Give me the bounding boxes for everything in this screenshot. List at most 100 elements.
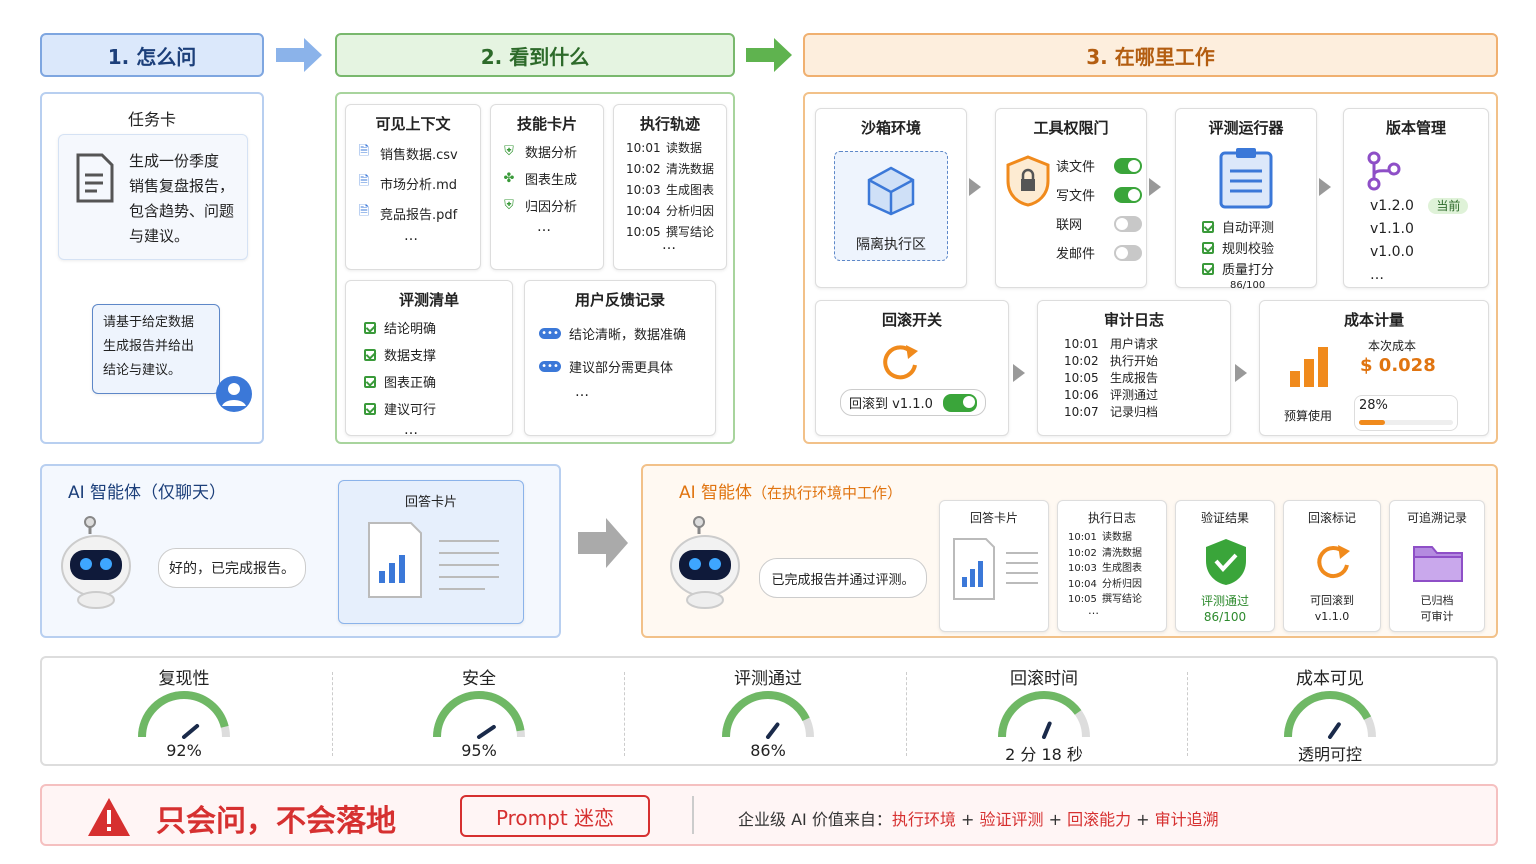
metric-item: 成本可见透明可控 xyxy=(1220,658,1440,768)
metric-value: 2 分 18 秒 xyxy=(1005,745,1083,764)
chat-bubble-icon: ••• xyxy=(539,328,561,339)
sandbox-label: 隔离执行区 xyxy=(856,237,926,253)
feedback-item[interactable]: •••结论清晰，数据准确 xyxy=(539,324,715,343)
metric-value: 86% xyxy=(750,741,786,760)
cost-sub: 本次成本 xyxy=(1368,339,1417,353)
file-item[interactable]: 🗎竞品报告.pdf xyxy=(356,202,480,224)
skill-item[interactable]: ⛨归因分析 xyxy=(501,196,603,215)
more-dots: … xyxy=(537,219,551,235)
refresh-icon xyxy=(883,345,918,380)
version-item[interactable]: v1.0.0 xyxy=(1370,244,1414,260)
tool-name: 写文件 xyxy=(1056,189,1096,204)
step-1-header: 1. 怎么问 xyxy=(40,33,264,77)
log-row: 10:05 撰写结论 xyxy=(626,222,726,243)
current-badge: 当前 xyxy=(1428,198,1469,214)
skill-item[interactable]: ⛨数据分析 xyxy=(501,142,603,161)
log-time: 10:06 xyxy=(1064,388,1099,402)
card-title: 执行日志 xyxy=(1087,511,1136,525)
file-item[interactable]: 🗎销售数据.csv xyxy=(356,142,480,164)
log-time: 10:05 xyxy=(626,225,661,239)
version-title: 版本管理 xyxy=(1385,119,1446,137)
rollback-card: 回滚开关 回滚到 v1.1.0 xyxy=(815,300,1009,436)
version-item[interactable]: v1.2.0 当前 xyxy=(1370,195,1469,218)
log-text: 读数据 xyxy=(666,141,703,155)
skills-card: 技能卡片 ⛨数据分析 ✤图表生成 ⛨归因分析 … xyxy=(490,104,604,270)
card-title: 可追溯记录 xyxy=(1406,511,1467,525)
report-doc-icon xyxy=(953,538,1038,600)
task-title: 任务卡 xyxy=(127,110,176,129)
more-dots: … xyxy=(404,228,418,244)
sandbox-title: 沙箱环境 xyxy=(860,119,921,137)
more-dots: … xyxy=(1088,603,1099,617)
log-time: 10:01 xyxy=(1064,337,1099,351)
chat-agent-panel: AI 智能体（仅聊天） 好的，已完成报告。 回答卡片 xyxy=(40,464,561,638)
card-title: 回答卡片 xyxy=(969,511,1018,525)
cost-card: 成本计量 本次成本 $ 0.028 预算使用 28% xyxy=(1259,300,1489,436)
tool-rows: 读文件写文件联网发邮件 xyxy=(1056,151,1142,267)
exec-trace-card: 可追溯记录 已归档可审计 xyxy=(1389,500,1485,632)
feedback-item[interactable]: •••建议部分需更具体 xyxy=(539,357,715,376)
toggle-switch[interactable] xyxy=(1114,186,1142,203)
arrow-right-icon xyxy=(746,38,792,72)
log-text: 生成图表 xyxy=(666,183,715,197)
version-item[interactable]: v1.1.0 xyxy=(1370,221,1414,237)
log-text: 用户请求 xyxy=(1110,337,1159,351)
tool-gate-card: 工具权限门 读文件写文件联网发邮件 xyxy=(995,108,1147,288)
toggle-switch[interactable] xyxy=(942,393,977,412)
refresh-icon xyxy=(1317,545,1350,579)
evaluator-title: 评测运行器 xyxy=(1208,119,1284,137)
gauge-icon xyxy=(1284,691,1376,739)
trace-text: 已归档可审计 xyxy=(1420,594,1454,623)
git-branch-icon xyxy=(1367,151,1401,191)
file-item[interactable]: 🗎市场分析.md xyxy=(356,172,480,194)
rollback-toggle[interactable]: 回滚到 v1.1.0 xyxy=(840,389,986,416)
more-dots: … xyxy=(1370,267,1384,283)
divider xyxy=(623,672,625,756)
clipboard-icon xyxy=(1219,148,1273,209)
tool-permission-row: 联网 xyxy=(1056,209,1142,238)
checkbox-icon xyxy=(364,402,376,415)
log-text: 生成报告 xyxy=(1110,371,1159,385)
shield-check-icon xyxy=(1206,539,1246,585)
checklist-item[interactable]: 结论明确 xyxy=(364,318,512,337)
chat-agent-title: AI 智能体（仅聊天） xyxy=(68,483,227,503)
warning-text: 只会问，不会落地 xyxy=(156,804,396,839)
checklist-item[interactable]: 数据支撑 xyxy=(364,345,512,364)
log-time: 10:02 xyxy=(1064,354,1099,368)
cube-icon xyxy=(867,166,915,216)
skill-item[interactable]: ✤图表生成 xyxy=(501,169,603,188)
file-icon: 🗎 xyxy=(358,174,370,189)
step-2-header: 2. 看到什么 xyxy=(335,33,735,77)
chat-answer-card: 回答卡片 xyxy=(338,480,524,624)
document-icon xyxy=(76,153,114,203)
more-dots: … xyxy=(575,384,589,400)
warning-icon xyxy=(88,798,130,836)
checklist-item[interactable]: 建议可行 xyxy=(364,399,512,418)
toggle-switch[interactable] xyxy=(1114,244,1142,261)
log-text: 生成图表 xyxy=(1102,563,1142,574)
checklist-item[interactable]: 图表正确 xyxy=(364,372,512,391)
log-text: 执行开始 xyxy=(1110,354,1159,368)
version-list: v1.2.0 当前 v1.1.0 v1.0.0 … xyxy=(1370,195,1469,287)
checklist-title: 评测清单 xyxy=(398,291,459,309)
feedback-card: 用户反馈记录 •••结论清晰，数据准确 •••建议部分需更具体 … xyxy=(524,280,716,436)
metric-title: 评测通过 xyxy=(734,669,802,689)
log-text: 分析归因 xyxy=(666,204,715,218)
shield-check-icon: ⛨ xyxy=(504,144,514,159)
toggle-switch[interactable] xyxy=(1114,215,1142,232)
metric-title: 安全 xyxy=(462,669,496,689)
evaluator-score: 86/100 xyxy=(1230,280,1266,291)
metric-title: 回滚时间 xyxy=(1010,669,1078,689)
toggle-switch[interactable] xyxy=(1114,157,1142,174)
warning-banner: 只会问，不会落地 Prompt 迷恋 企业级 AI 价值来自：执行环境 + 验证… xyxy=(40,784,1498,846)
log-text: 撰写结论 xyxy=(666,225,715,239)
puzzle-icon: ✤ xyxy=(503,171,515,186)
